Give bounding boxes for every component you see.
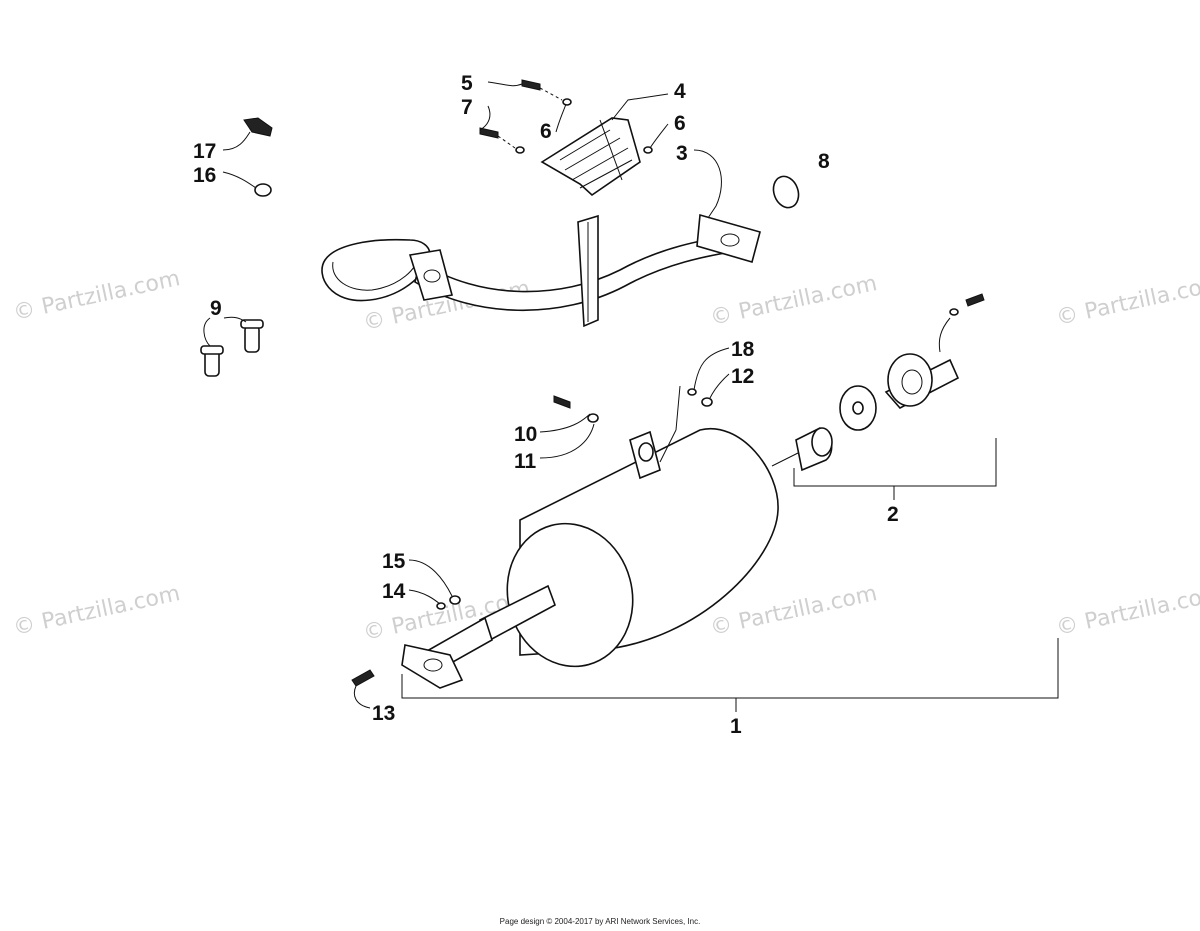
muffler — [401, 427, 779, 689]
callouts: 1 2 3 4 5 6 6 7 8 9 10 11 12 13 14 15 16… — [193, 72, 899, 738]
callout-5: 5 — [461, 72, 473, 95]
callout-7: 7 — [461, 96, 473, 119]
callout-9: 9 — [210, 297, 222, 320]
heat-shield — [540, 117, 641, 197]
gasket-8 — [772, 175, 800, 209]
callout-1: 1 — [730, 715, 742, 738]
callout-2: 2 — [887, 503, 899, 526]
callout-18: 18 — [731, 338, 755, 361]
callout-4: 4 — [674, 80, 686, 103]
callout-11: 11 — [514, 450, 537, 473]
plugs-9 — [200, 319, 264, 377]
callout-8: 8 — [818, 150, 830, 173]
page-footer: Page design © 2004-2017 by ARI Network S… — [499, 917, 701, 926]
headpipe — [321, 213, 761, 328]
fasteners-top — [479, 79, 653, 154]
bolt-17-gasket-16 — [243, 117, 273, 197]
watermark-8: © Partzilla.com — [1054, 581, 1200, 641]
callout-16: 16 — [193, 164, 216, 187]
spark-arrestor — [771, 293, 985, 472]
callout-3: 3 — [676, 142, 688, 165]
watermark-4: © Partzilla.com — [1054, 271, 1200, 331]
leader-lines — [203, 81, 1059, 712]
watermark-5: © Partzilla.com — [11, 581, 182, 641]
watermark-3: © Partzilla.com — [708, 271, 879, 331]
watermark-7: © Partzilla.com — [708, 581, 879, 641]
watermark-1: © Partzilla.com — [11, 266, 182, 326]
callout-13: 13 — [372, 702, 395, 725]
callout-14: 14 — [382, 580, 406, 603]
callout-6b: 6 — [674, 112, 686, 135]
callout-17: 17 — [193, 140, 216, 163]
callout-15: 15 — [382, 550, 406, 573]
callout-10: 10 — [514, 423, 537, 446]
fasteners-middle — [351, 388, 713, 687]
callout-12: 12 — [731, 365, 754, 388]
callout-6a: 6 — [540, 120, 552, 143]
